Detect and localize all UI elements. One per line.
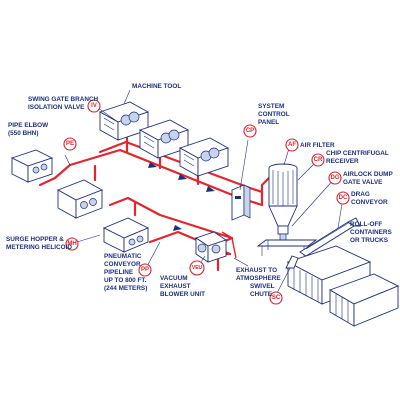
flow-arrow [173, 225, 182, 231]
rolloff-label-3: OR TRUCKS [350, 237, 389, 244]
tag-pp: PP [138, 263, 152, 277]
tag-veu-text: VEU [192, 265, 203, 271]
label-chip-centrifugal: CHIP CENTRIFUGAL RECEIVER [326, 150, 389, 165]
drag-conveyor-label-2: CONVEYOR [351, 199, 388, 206]
swivel-label-2: CHUTE [250, 291, 273, 298]
surge-hopper-unit [102, 217, 150, 253]
chip-centrifugal-receiver [256, 163, 318, 256]
tag-iv-text: IV [91, 103, 97, 109]
tag-pe-text: PE [66, 141, 74, 147]
label-drag-conveyor: DRAG CONVEYOR [351, 191, 388, 206]
system-control-panel [231, 184, 251, 221]
tag-cr-text: CR [314, 157, 323, 163]
tag-dg: DG [328, 171, 342, 185]
surge-hopper-label: SURGE HOPPER & [6, 236, 64, 243]
label-swing-gate: SWING GATE BRANCH ISOLATION VALVE [28, 96, 99, 111]
label-surge-hopper: SURGE HOPPER & METERING HELICOID [6, 236, 72, 251]
drag-conveyor [299, 217, 361, 257]
system-control-label: SYSTEM [258, 103, 284, 110]
vacuum-label-2: EXHAUST [160, 283, 191, 290]
label-pneumatic: PNEUMATIC CONVEYOR PIPELINE UP TO 800 FT… [104, 253, 147, 292]
airlock-label: AIRLOCK DUMP [343, 171, 393, 178]
tag-cp: CP [243, 124, 257, 138]
vacuum-label-3: BLOWER UNIT [160, 291, 205, 298]
tag-af: AF [285, 138, 299, 152]
swivel-chute [285, 255, 299, 269]
vacuum-exhaust-blower [194, 231, 228, 263]
machine-tool-4 [10, 149, 54, 183]
tag-pp-text: PP [141, 267, 149, 273]
rolloff-label-2: CONTAINERS [350, 229, 393, 236]
machine-tool-1 [98, 101, 150, 141]
label-exhaust: EXHAUST TO ATMOSPHERE [236, 267, 281, 282]
system-control-label-2: CONTROL [258, 111, 290, 118]
swing-gate-label: SWING GATE BRANCH [28, 96, 99, 103]
swing-gate-label-2: ISOLATION VALVE [28, 104, 85, 111]
tag-af-text: AF [288, 142, 296, 148]
system-control-label-3: PANEL [258, 119, 279, 126]
air-filter-label: AIR FILTER [300, 142, 335, 149]
tag-cp-text: CP [246, 128, 254, 134]
pneumatic-label-4: UP TO 800 FT. [104, 277, 147, 284]
machine-tool-5 [56, 179, 104, 219]
swivel-label: SWIVEL [250, 283, 275, 290]
tag-sc-text: SC [272, 295, 281, 301]
tag-dc-text: DC [339, 195, 348, 201]
tag-pe: PE [63, 137, 77, 151]
label-system-control: SYSTEM CONTROL PANEL [258, 103, 290, 126]
label-vacuum: VACUUM EXHAUST BLOWER UNIT [160, 275, 205, 298]
tag-veu: VEU [189, 260, 205, 276]
exhaust-label-2: ATMOSPHERE [236, 275, 281, 282]
pneumatic-label-2: CONVEYOR [104, 261, 141, 268]
airlock-label-2: GATE VALVE [343, 179, 383, 186]
rolloff-label: ROLL-OFF [350, 221, 382, 228]
tag-cr: CR [311, 153, 325, 167]
left-feed-pipe [38, 163, 72, 187]
tag-iv: IV [87, 99, 101, 113]
flow-arrow [178, 174, 187, 180]
lower-header-pipe [108, 196, 234, 240]
tag-dg-text: DG [331, 175, 340, 181]
surge-hopper-label-2: METERING HELICOID [6, 244, 72, 251]
pipe-elbow-label: PIPE ELBOW [8, 122, 49, 129]
flow-arrow [206, 186, 215, 192]
roll-off-container-2 [328, 273, 400, 327]
machine-tool-label: MACHINE TOOL [132, 83, 181, 90]
tag-mh: MH [65, 237, 79, 251]
exhaust-label: EXHAUST TO [236, 267, 277, 274]
chip-centrifugal-label-2: RECEIVER [326, 158, 359, 165]
flow-arrow [148, 162, 157, 168]
label-swivel: SWIVEL CHUTE [250, 283, 275, 298]
vacuum-label: VACUUM [160, 275, 188, 282]
label-pipe-elbow: PIPE ELBOW (550 BHN) [8, 122, 49, 137]
label-rolloff: ROLL-OFF CONTAINERS OR TRUCKS [350, 221, 393, 244]
label-airlock: AIRLOCK DUMP GATE VALVE [343, 171, 393, 186]
tag-mh-text: MH [67, 241, 76, 247]
tag-sc: SC [269, 291, 283, 305]
tag-dc: DC [336, 191, 350, 205]
machine-tool-3 [178, 137, 230, 177]
pipe-elbow-label-2: (550 BHN) [8, 130, 39, 137]
chip-centrifugal-label: CHIP CENTRIFUGAL [326, 150, 389, 157]
pneumatic-label-3: PIPELINE [104, 269, 134, 276]
drag-conveyor-label: DRAG [351, 191, 370, 198]
machine-tool-2 [138, 119, 190, 159]
pneumatic-label: PNEUMATIC [104, 253, 142, 260]
pneumatic-label-5: (244 METERS) [104, 285, 147, 292]
